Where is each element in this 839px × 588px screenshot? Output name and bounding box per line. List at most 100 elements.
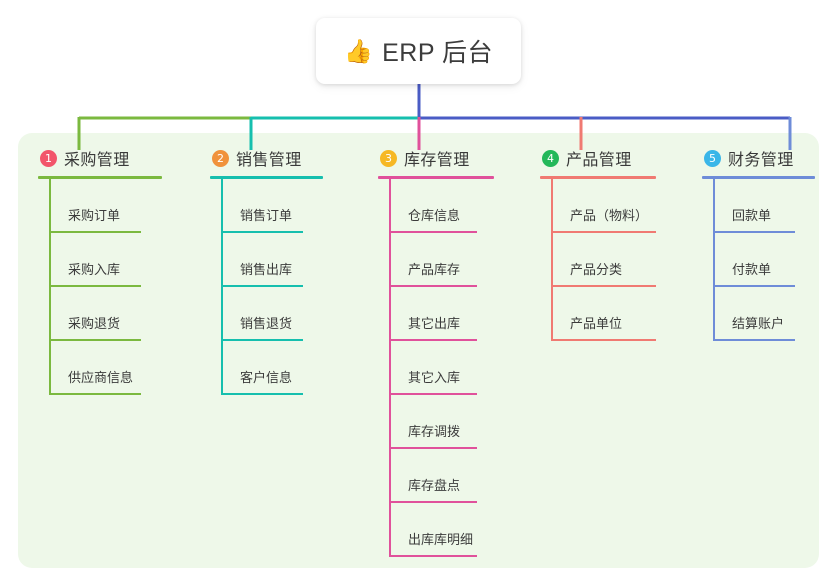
leaf-node-rule [389, 285, 477, 287]
thumbs-up-icon: 👍 [343, 37, 374, 64]
leaf-node-label: 其它入库 [408, 370, 461, 385]
branch-column-4: 4 产品管理 产品（物料） 产品分类产品单位 [540, 146, 656, 341]
leaf-node-rule [49, 231, 141, 233]
leaf-node[interactable]: 供应商信息 [38, 341, 162, 395]
branch-header-rule-3 [378, 176, 494, 179]
leaf-node-rule [389, 339, 477, 341]
branch-header-3[interactable]: 3 库存管理 [378, 146, 494, 170]
branches-backdrop-panel [18, 133, 819, 568]
leaf-node-rule [221, 231, 303, 233]
leaf-node[interactable]: 库存调拨 [378, 395, 494, 449]
leaf-node-rule [389, 447, 477, 449]
leaf-node-rule [221, 393, 303, 395]
leaf-node[interactable]: 出库库明细 [378, 503, 494, 557]
branch-spine-4 [551, 179, 553, 341]
branch-title-1: 采购管理 [64, 152, 130, 169]
leaf-node-rule [713, 285, 795, 287]
branch-column-2: 2 销售管理 销售订单销售出库销售退货客户信息 [210, 146, 323, 395]
leaf-node-rule [551, 285, 656, 287]
leaf-node-label: 采购退货 [68, 316, 121, 331]
leaf-node-label: 产品库存 [408, 262, 461, 277]
leaf-node-label: 产品单位 [570, 316, 623, 331]
leaf-node-rule [49, 285, 141, 287]
leaf-node-rule [49, 339, 141, 341]
leaf-node[interactable]: 产品库存 [378, 233, 494, 287]
leaf-node-label: 采购订单 [68, 208, 121, 223]
leaf-node-rule [713, 339, 795, 341]
branch-spine-2 [221, 179, 223, 395]
branch-header-rule-1 [38, 176, 162, 179]
leaf-node[interactable]: 回款单 [702, 179, 815, 233]
leaf-node[interactable]: 销售出库 [210, 233, 323, 287]
leaf-node[interactable]: 采购订单 [38, 179, 162, 233]
leaf-node[interactable]: 客户信息 [210, 341, 323, 395]
leaf-node-label: 产品（物料） [570, 208, 649, 223]
leaf-node-rule [389, 231, 477, 233]
leaf-node-label: 其它出库 [408, 316, 461, 331]
leaf-node[interactable]: 仓库信息 [378, 179, 494, 233]
branch-badge-2: 2 [212, 149, 229, 167]
leaf-node-rule [551, 231, 656, 233]
branch-children-2: 销售订单销售出库销售退货客户信息 [210, 179, 323, 395]
branch-children-3: 仓库信息产品库存其它出库其它入库库存调拨库存盘点出库库明细 [378, 179, 494, 557]
root-node-title: ERP 后台 [382, 39, 494, 67]
leaf-node-rule [389, 555, 477, 557]
leaf-node[interactable]: 库存盘点 [378, 449, 494, 503]
branch-header-1[interactable]: 1 采购管理 [38, 146, 162, 170]
leaf-node[interactable]: 付款单 [702, 233, 815, 287]
leaf-node-label: 采购入库 [68, 262, 121, 277]
leaf-node[interactable]: 采购入库 [38, 233, 162, 287]
leaf-node-label: 库存调拨 [408, 424, 461, 439]
branch-badge-3: 3 [380, 149, 397, 167]
leaf-node[interactable]: 产品单位 [540, 287, 656, 341]
branch-spine-5 [713, 179, 715, 341]
root-node-label: 👍 ERP 后台 [344, 33, 493, 69]
leaf-node-label: 出库库明细 [408, 532, 474, 547]
branch-badge-4: 4 [542, 149, 559, 167]
leaf-node-label: 仓库信息 [408, 208, 461, 223]
leaf-node-label: 回款单 [732, 208, 772, 223]
branch-title-5: 财务管理 [728, 152, 794, 169]
branch-badge-1: 1 [40, 149, 57, 167]
leaf-node-rule [221, 285, 303, 287]
branch-header-2[interactable]: 2 销售管理 [210, 146, 323, 170]
leaf-node-rule [713, 231, 795, 233]
root-node[interactable]: 👍 ERP 后台 [316, 18, 521, 84]
branch-header-4[interactable]: 4 产品管理 [540, 146, 656, 170]
leaf-node-label: 库存盘点 [408, 478, 461, 493]
leaf-node-label: 销售退货 [240, 316, 293, 331]
leaf-node[interactable]: 结算账户 [702, 287, 815, 341]
branch-title-3: 库存管理 [404, 152, 470, 169]
branch-title-4: 产品管理 [566, 152, 632, 169]
leaf-node-label: 产品分类 [570, 262, 623, 277]
leaf-node-label: 付款单 [732, 262, 772, 277]
leaf-node[interactable]: 产品（物料） [540, 179, 656, 233]
branch-children-4: 产品（物料） 产品分类产品单位 [540, 179, 656, 341]
branch-header-rule-2 [210, 176, 323, 179]
leaf-node-rule [389, 393, 477, 395]
branch-spine-1 [49, 179, 51, 395]
branch-column-5: 5 财务管理 回款单付款单结算账户 [702, 146, 815, 341]
branch-column-3: 3 库存管理 仓库信息产品库存其它出库其它入库库存调拨库存盘点出库库明细 [378, 146, 494, 557]
leaf-node-label: 销售出库 [240, 262, 293, 277]
leaf-node-label: 供应商信息 [68, 370, 134, 385]
leaf-node[interactable]: 销售订单 [210, 179, 323, 233]
leaf-node[interactable]: 采购退货 [38, 287, 162, 341]
branch-spine-3 [389, 179, 391, 557]
leaf-node[interactable]: 产品分类 [540, 233, 656, 287]
leaf-node-label: 客户信息 [240, 370, 293, 385]
leaf-node-rule [389, 501, 477, 503]
branch-column-1: 1 采购管理 采购订单采购入库采购退货供应商信息 [38, 146, 162, 395]
leaf-node-label: 结算账户 [732, 316, 785, 331]
leaf-node[interactable]: 其它出库 [378, 287, 494, 341]
branch-header-rule-5 [702, 176, 815, 179]
leaf-node-rule [551, 339, 656, 341]
branch-badge-5: 5 [704, 149, 721, 167]
branch-children-5: 回款单付款单结算账户 [702, 179, 815, 341]
branch-header-5[interactable]: 5 财务管理 [702, 146, 815, 170]
leaf-node[interactable]: 销售退货 [210, 287, 323, 341]
leaf-node-label: 销售订单 [240, 208, 293, 223]
leaf-node[interactable]: 其它入库 [378, 341, 494, 395]
leaf-node-rule [221, 339, 303, 341]
